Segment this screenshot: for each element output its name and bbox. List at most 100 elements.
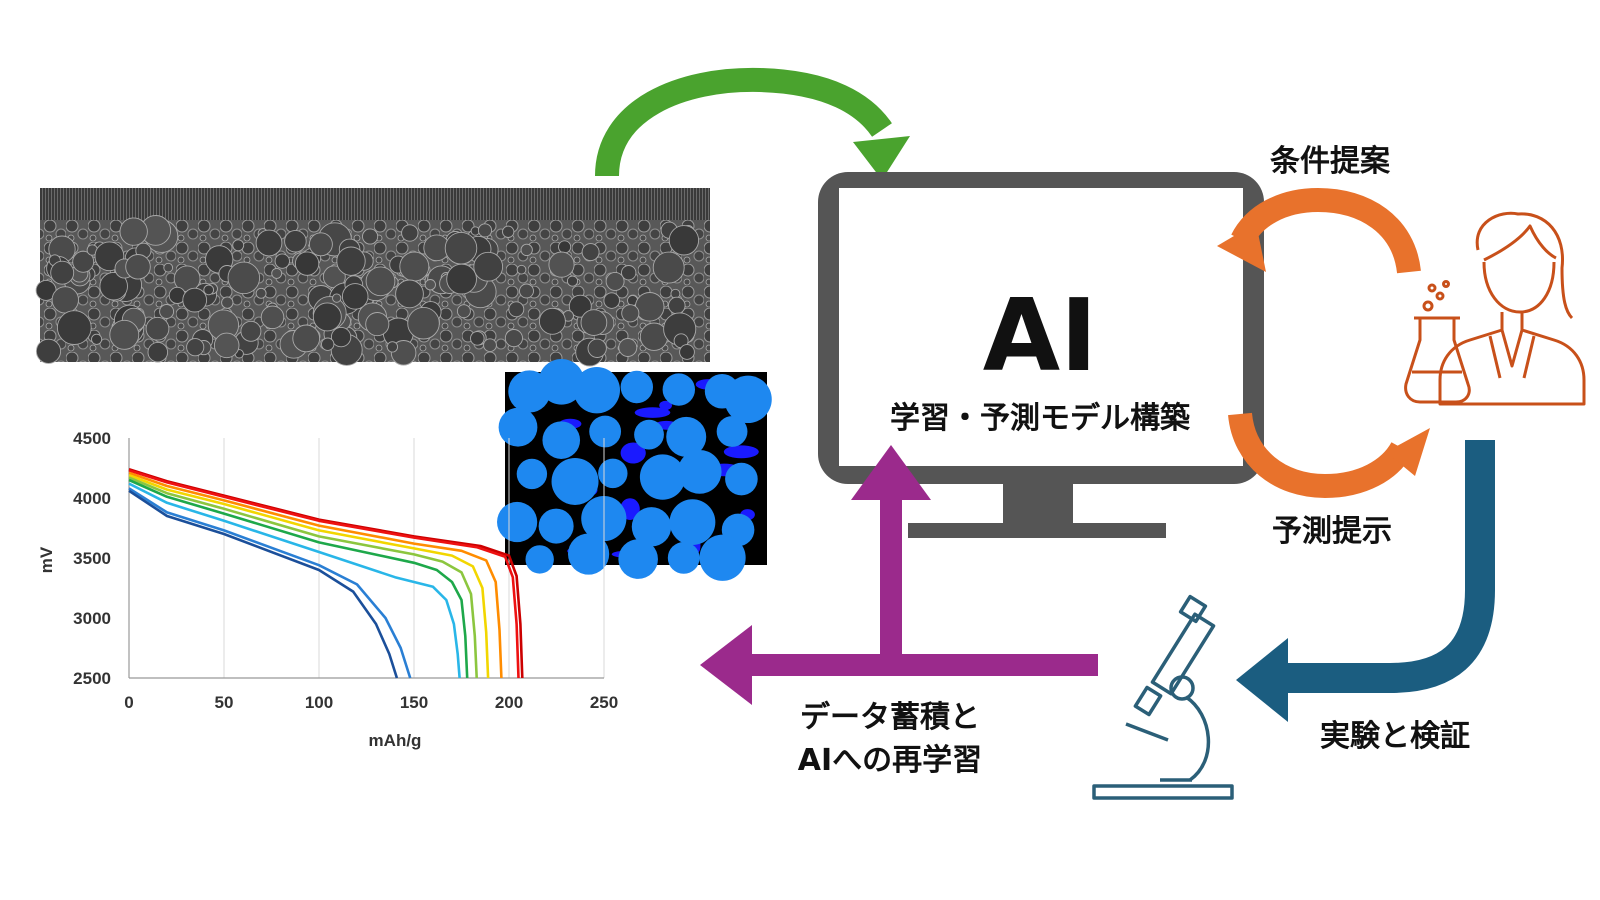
sem-particles — [35, 215, 700, 367]
segmented-particle — [669, 499, 716, 546]
sem-particle — [504, 329, 523, 348]
sem-particle — [145, 316, 170, 341]
segmented-particle — [538, 508, 574, 544]
x-tick-label: 150 — [400, 693, 428, 712]
sem-particle — [399, 251, 430, 282]
sem-particle — [72, 250, 95, 273]
x-tick-label: 100 — [305, 693, 333, 712]
segmented-particle — [516, 458, 548, 490]
y-tick-label: 4500 — [73, 429, 111, 448]
x-tick-label: 0 — [124, 693, 133, 712]
blue-experiment-arrow: 実験と検証 — [1236, 440, 1495, 754]
sem-particle — [336, 246, 366, 276]
sem-particle — [365, 266, 396, 297]
green-input-arrow — [595, 67, 910, 180]
sem-particle — [51, 286, 79, 314]
feedback-line1: データ蓄積と — [800, 700, 980, 735]
sem-particle — [473, 251, 504, 282]
sem-particle — [240, 320, 262, 342]
orange-cycle-arrows: 条件提案 予測提示 — [1217, 144, 1430, 549]
sem-particle — [330, 326, 352, 348]
sem-particle — [401, 224, 419, 242]
segmented-particle — [618, 539, 658, 579]
sem-particle — [284, 229, 307, 253]
discharge-curve-2 — [128, 469, 520, 679]
sem-particle — [147, 341, 169, 363]
segmented-particle — [542, 421, 581, 459]
sem-particle — [321, 337, 335, 351]
sem-particle — [255, 229, 283, 257]
segmented-particle — [538, 358, 585, 405]
sem-particle — [456, 304, 471, 319]
sem-particle — [621, 304, 640, 323]
segmented-binder — [659, 400, 672, 411]
discharge-curve-7 — [128, 482, 461, 679]
sem-particle — [668, 296, 686, 315]
y-tick-label: 3000 — [73, 609, 111, 628]
monitor-neck — [1003, 484, 1073, 524]
discharge-curve-4 — [128, 473, 490, 679]
x-tick-label: 250 — [590, 693, 618, 712]
sem-particle — [109, 319, 140, 350]
monitor-base — [908, 523, 1166, 538]
sem-particle — [679, 344, 695, 360]
sem-particle — [292, 324, 321, 353]
sem-particle — [365, 312, 390, 337]
monitor-subtitle: 学習・予測モデル構築 — [890, 401, 1191, 436]
sem-particle — [271, 267, 283, 279]
sem-particle — [568, 294, 592, 318]
segmented-particle — [567, 533, 610, 575]
x-tick-label: 200 — [495, 693, 523, 712]
sem-particle — [362, 228, 379, 245]
sem-particle — [260, 305, 285, 330]
microscope-icon — [1092, 594, 1234, 800]
sem-particle — [502, 225, 515, 238]
sem-particle — [580, 309, 608, 336]
segmented-particle — [699, 534, 746, 581]
segmented-particle — [662, 373, 696, 406]
sem-particle — [227, 261, 261, 295]
cycle-bottom-label: 予測提示 — [1272, 514, 1392, 549]
sem-particle — [581, 243, 600, 262]
sem-particle — [186, 338, 205, 357]
researcher-with-flask-icon — [1404, 211, 1586, 406]
sem-particle — [203, 284, 215, 296]
sem-particle — [634, 292, 665, 322]
sem-particle — [424, 279, 436, 291]
segmented-particle — [724, 375, 772, 424]
sem-particle — [548, 251, 575, 278]
segmented-particle — [620, 370, 654, 404]
cycle-top-label: 条件提案 — [1270, 144, 1391, 179]
segmented-particle — [634, 419, 664, 450]
segmented-particle — [551, 457, 599, 505]
feedback-line2: AIへの再学習 — [798, 743, 982, 778]
sem-particle — [668, 225, 700, 256]
segmented-particle — [725, 462, 758, 496]
sem-particle — [516, 264, 527, 275]
chart-xlabel: mAh/g — [369, 731, 422, 750]
sem-particle — [652, 251, 685, 284]
segmented-particle-image — [497, 358, 772, 581]
segmented-particle — [667, 541, 700, 574]
sem-particle — [587, 338, 607, 358]
segmented-binder — [634, 407, 671, 418]
sem-particle — [395, 279, 424, 309]
segmented-particle — [498, 407, 538, 447]
discharge-curve-5 — [128, 476, 478, 679]
ai-monitor: AI 学習・予測モデル構築 — [818, 172, 1264, 538]
discharge-curve-6 — [128, 478, 469, 679]
sem-particle — [508, 301, 525, 318]
sem-particle — [182, 287, 208, 313]
segmented-particle — [573, 366, 620, 414]
chart-ylabel: mV — [37, 546, 56, 573]
sem-particle — [91, 333, 103, 345]
sem-particle — [255, 287, 267, 299]
sem-particle — [125, 254, 151, 280]
sem-particle — [566, 275, 579, 287]
sem-particle — [538, 307, 566, 335]
sem-particle — [294, 251, 320, 276]
sem-particle — [519, 283, 534, 299]
sem-particle — [341, 283, 369, 310]
